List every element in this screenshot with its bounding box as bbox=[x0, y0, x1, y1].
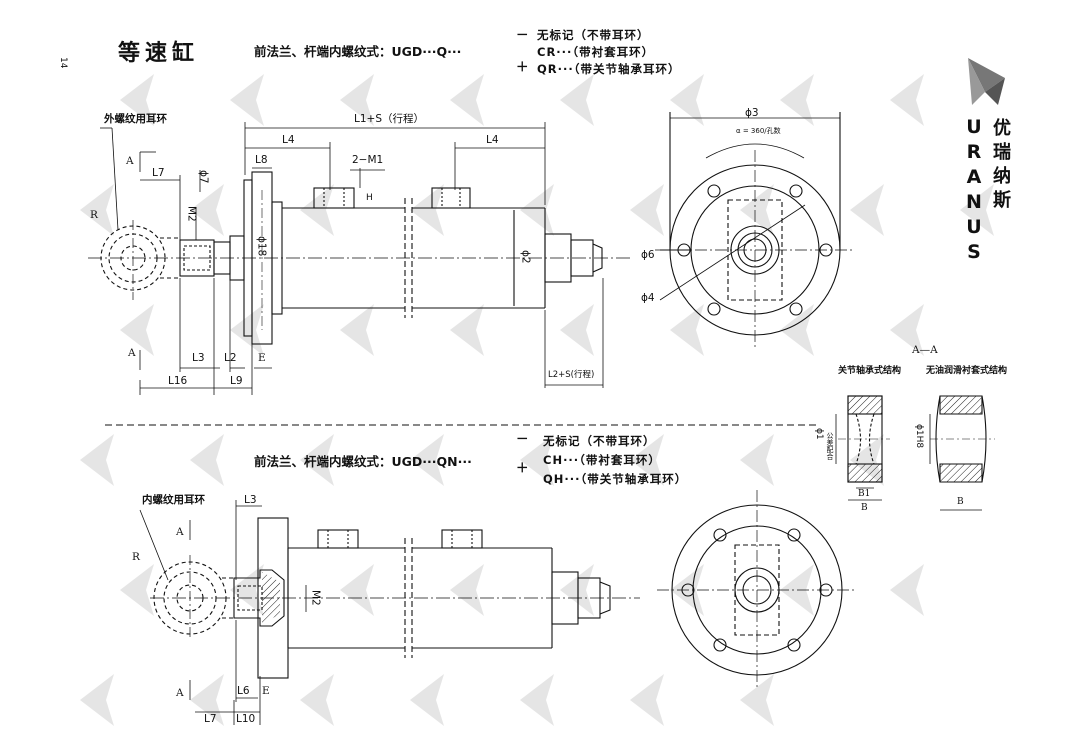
dim-phi18: ϕ18 bbox=[255, 236, 268, 257]
upper-cylinder bbox=[88, 171, 630, 345]
dim-R: R bbox=[90, 209, 98, 221]
dim-L9: L9 bbox=[230, 375, 243, 387]
dim-2M1: 2−M1 bbox=[352, 154, 384, 166]
dim-L2S: L2+S(行程) bbox=[548, 370, 595, 380]
dim-alpha: α = 360/孔数 bbox=[736, 127, 781, 135]
dim-phi2: ϕ2 bbox=[519, 250, 532, 264]
dim-L3: L3 bbox=[192, 352, 205, 364]
dim-phi3: ϕ3 bbox=[745, 107, 759, 119]
dim-L4: L4 bbox=[282, 134, 295, 146]
dim-L4: L4 bbox=[486, 134, 499, 146]
dim-E-lower: E bbox=[262, 685, 270, 697]
upper-spec-option: QR···（带关节轴承耳环） bbox=[537, 62, 681, 76]
dim-M2-lower: M2 bbox=[309, 590, 322, 606]
dim-L2: L2 bbox=[224, 352, 237, 364]
brand-name-en: URANUS bbox=[963, 116, 985, 266]
brand-name-cn: 优瑞纳斯 bbox=[990, 118, 1011, 214]
dim-phi1: ϕ1 bbox=[814, 428, 824, 440]
dim-L16: L16 bbox=[168, 375, 188, 387]
section-mark-A: A bbox=[176, 687, 184, 699]
dim-phi1H8: ϕ1H8 bbox=[914, 424, 924, 449]
dim-B-left: B bbox=[861, 503, 868, 513]
lower-dimension-lines bbox=[139, 500, 307, 725]
lower-end-view bbox=[657, 490, 857, 690]
dim-phi7: ϕ7 bbox=[197, 170, 210, 184]
lower-spec-option: 无标记（不带耳环） bbox=[543, 434, 656, 448]
upper-dimension-lines bbox=[100, 122, 604, 395]
page-title: 等速缸 bbox=[118, 40, 200, 66]
dim-E: E bbox=[258, 352, 266, 364]
section-aa bbox=[835, 395, 995, 511]
section-mark-A: A bbox=[126, 155, 134, 167]
tolerance-note: 公差配合 bbox=[826, 432, 834, 460]
upper-spec-option: 无标记（不带耳环） bbox=[537, 28, 650, 42]
bearing-structure-caption: 关节轴承式结构 bbox=[838, 366, 902, 376]
dim-R-lower: R bbox=[132, 551, 140, 563]
dim-phi4: ϕ4 bbox=[641, 292, 655, 304]
section-mark-A: A bbox=[176, 526, 184, 538]
external-thread-ring-label: 外螺纹用耳环 bbox=[104, 113, 167, 125]
dim-B-right: B bbox=[957, 497, 964, 507]
dim-L3-lower: L3 bbox=[244, 494, 257, 506]
lower-spec-option: CH···（带衬套耳环） bbox=[543, 453, 661, 467]
dim-L7: L7 bbox=[152, 167, 165, 179]
lower-cylinder bbox=[150, 517, 640, 679]
dim-L6: L6 bbox=[237, 685, 250, 697]
upper-spec-option: CR···（带衬套耳环） bbox=[537, 45, 655, 59]
dim-phi6: ϕ6 bbox=[641, 249, 655, 261]
lower-spec-option: QH···（带关节轴承耳环） bbox=[543, 472, 688, 486]
upper-spec-text: 前法兰、杆端内螺纹式：UGD···Q··· bbox=[254, 44, 462, 59]
dim-L1S: L1+S（行程） bbox=[354, 113, 424, 125]
section-aa-title: A—A bbox=[912, 344, 938, 356]
dim-L7-lower: L7 bbox=[204, 713, 217, 725]
brand-logo-icon bbox=[968, 58, 1005, 105]
bushing-structure-caption: 无油润滑衬套式结构 bbox=[926, 366, 1008, 376]
upper-spec-plus: ＋ bbox=[516, 59, 529, 74]
dim-M2: M2 bbox=[185, 206, 198, 222]
dim-B1: B1 bbox=[858, 489, 871, 499]
dim-H: H bbox=[366, 193, 373, 203]
lower-spec-plus: ＋ bbox=[516, 460, 529, 475]
dim-L8: L8 bbox=[255, 154, 268, 166]
section-mark-A: A bbox=[128, 347, 136, 359]
lower-spec-text: 前法兰、杆端内螺纹式：UGD···QN··· bbox=[254, 454, 472, 469]
upper-spec-minus: － bbox=[516, 27, 529, 42]
upper-end-view bbox=[655, 112, 855, 350]
internal-thread-ring-label: 内螺纹用耳环 bbox=[142, 494, 205, 506]
lower-spec-minus: － bbox=[516, 431, 529, 446]
page-number: 14 bbox=[58, 57, 68, 69]
dim-L10: L10 bbox=[236, 713, 256, 725]
